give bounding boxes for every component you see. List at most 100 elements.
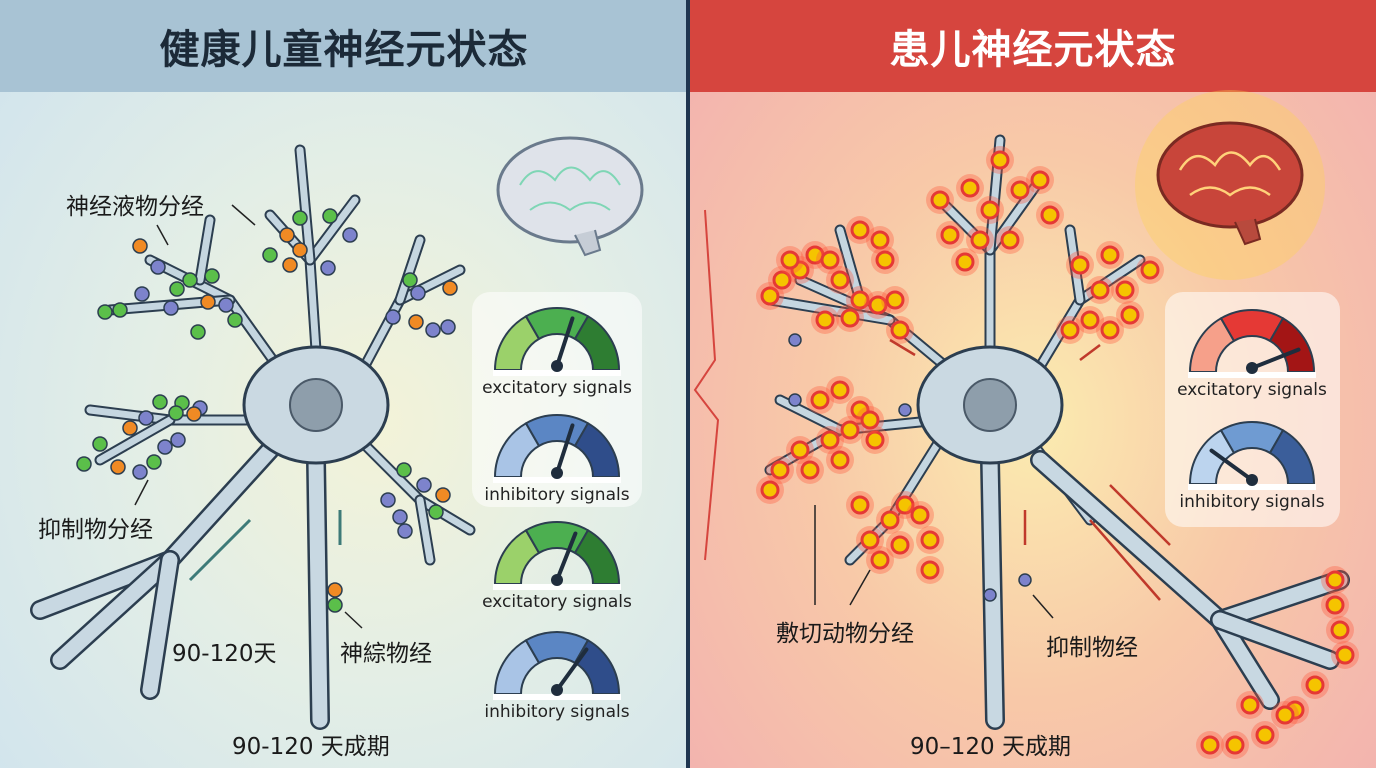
neurotransmitter-dot xyxy=(152,394,168,410)
neurotransmitter-dot xyxy=(425,322,441,338)
gauge-label: excitatory signals xyxy=(1177,380,1327,400)
excitatory-dot xyxy=(1090,280,1110,300)
excitatory-dot xyxy=(1305,675,1325,695)
excitatory-dot xyxy=(850,290,870,310)
pulse-line xyxy=(693,209,720,561)
neurotransmitter-dot xyxy=(110,459,126,475)
neurotransmitter-dot xyxy=(97,304,113,320)
gauge-base xyxy=(493,477,621,483)
excitatory-dot xyxy=(1325,570,1345,590)
leader-line xyxy=(1032,594,1054,619)
excitatory-dot xyxy=(910,505,930,525)
inhibitory-dot xyxy=(898,403,912,417)
inhibitory-dot xyxy=(1018,573,1032,587)
gauge-needle xyxy=(1250,347,1301,370)
label-period: 90–120 天成期 xyxy=(910,734,1071,760)
gauge-needle xyxy=(555,316,575,368)
brain-folds xyxy=(519,166,621,212)
excitatory-dot xyxy=(1335,645,1355,665)
excitatory-dot xyxy=(868,295,888,315)
gauge-dial xyxy=(493,521,621,590)
label-inhibitor: 抑制物分经 xyxy=(38,517,153,543)
excitatory-dot xyxy=(780,250,800,270)
excitatory-dot xyxy=(800,460,820,480)
dendrite-fill xyxy=(416,496,434,564)
axon-fill xyxy=(142,552,178,698)
excitatory-dot xyxy=(840,420,860,440)
label-inhibitor: 抑制物经 xyxy=(1046,635,1138,661)
gauge-dial xyxy=(1188,421,1316,490)
excitatory-dot xyxy=(1070,255,1090,275)
gauge-needle xyxy=(555,423,575,475)
excitatory-dot xyxy=(760,286,780,306)
leader-line xyxy=(134,479,149,506)
excitatory-dot xyxy=(970,230,990,250)
gauge-base xyxy=(493,694,621,700)
dendrite-fill xyxy=(96,416,174,464)
neurotransmitter-dot xyxy=(392,509,408,525)
excitatory-dot xyxy=(1325,595,1345,615)
panel-divider xyxy=(686,0,690,768)
excitatory-dot xyxy=(860,530,880,550)
gauge-hub xyxy=(1246,362,1258,374)
gauge-hub xyxy=(551,360,563,372)
excitatory-dot xyxy=(895,495,915,515)
dendrite-fill xyxy=(196,216,214,284)
excitatory-dot xyxy=(1200,735,1220,755)
brain-icon xyxy=(496,136,644,244)
gauge-inhibitory: inhibitory signals xyxy=(482,622,632,722)
gauge-base xyxy=(1188,484,1316,490)
excitatory-dot xyxy=(865,430,885,450)
inhibitory-dot xyxy=(983,588,997,602)
neurotransmitter-dot xyxy=(416,477,432,493)
neurotransmitter-dot xyxy=(132,238,148,254)
excitatory-dot xyxy=(830,270,850,290)
neurotransmitter-dot xyxy=(408,314,424,330)
neurotransmitter-dot xyxy=(170,432,186,448)
neurotransmitter-dot xyxy=(396,462,412,478)
excitatory-dot xyxy=(1120,305,1140,325)
excitatory-dot xyxy=(885,290,905,310)
excitatory-dot xyxy=(820,430,840,450)
neurotransmitter-dot xyxy=(402,272,418,288)
patient-neuron-illustration xyxy=(693,90,1359,759)
excitatory-dot xyxy=(1060,320,1080,340)
flow-arrow xyxy=(889,338,916,357)
healthy-panel: 健康儿童神经元状态 神经液物分经 抑制物分经 90-120天 神綜物经 90-1… xyxy=(0,0,688,768)
brain-icon xyxy=(1156,121,1304,229)
gauge-hub xyxy=(551,574,563,586)
gauge-needle xyxy=(555,647,589,692)
excitatory-dot xyxy=(772,270,792,290)
excitatory-dot xyxy=(830,450,850,470)
neurotransmitter-dot xyxy=(76,456,92,472)
healthy-neuron-illustration xyxy=(30,136,644,730)
gauge-base xyxy=(493,584,621,590)
brain-folds xyxy=(1178,151,1282,197)
excitatory-dot xyxy=(1010,180,1030,200)
dendrite-fill xyxy=(396,236,424,304)
gauge-dial xyxy=(493,631,621,700)
neurotransmitter-dot xyxy=(138,410,154,426)
excitatory-dot xyxy=(980,200,1000,220)
excitatory-dot xyxy=(890,320,910,340)
label-period: 90-120 天成期 xyxy=(232,734,390,760)
dendrite-fill xyxy=(776,396,844,434)
excitatory-dot xyxy=(940,225,960,245)
neurotransmitter-dot xyxy=(190,324,206,340)
neurotransmitter-dot xyxy=(200,294,216,310)
leader-line xyxy=(156,224,169,246)
neurotransmitter-dot xyxy=(397,523,413,539)
gauge-needle xyxy=(1209,448,1254,482)
excitatory-dot xyxy=(860,410,880,430)
neurotransmitter-dot xyxy=(134,286,150,302)
gauge-label: excitatory signals xyxy=(482,378,632,398)
excitatory-dot xyxy=(1100,320,1120,340)
excitatory-dot xyxy=(875,250,895,270)
excitatory-dot xyxy=(1275,705,1295,725)
excitatory-dot xyxy=(1115,280,1135,300)
excitatory-dot xyxy=(1140,260,1160,280)
leader-line xyxy=(231,204,256,226)
neurotransmitter-dot xyxy=(292,210,308,226)
gauge-inhibitory: inhibitory signals xyxy=(482,405,632,505)
brain-stem xyxy=(574,229,602,257)
